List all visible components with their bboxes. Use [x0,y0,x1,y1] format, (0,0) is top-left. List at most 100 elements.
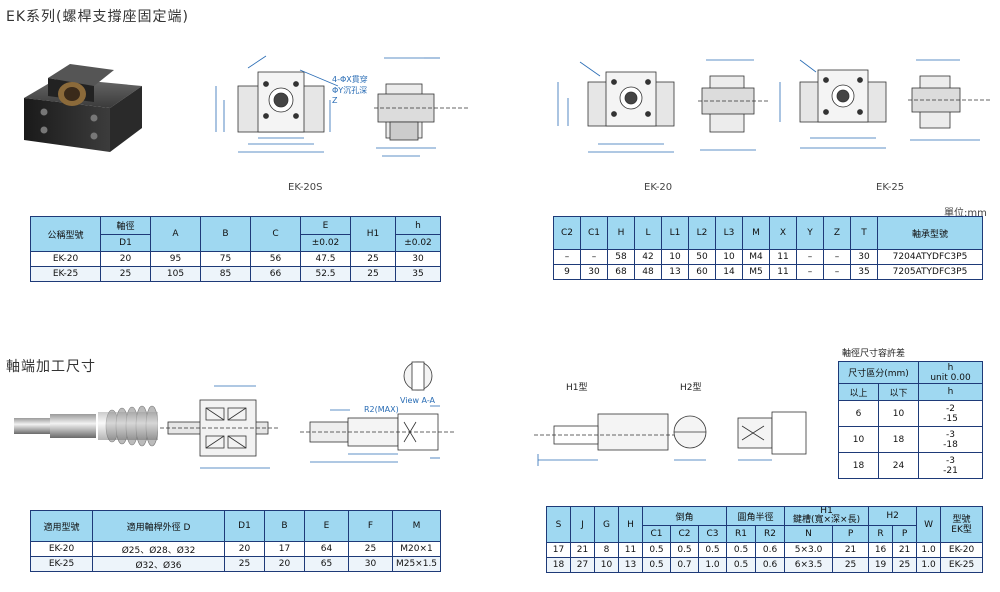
caption-ek20s: EK-20S [288,182,323,193]
table-cell: 6×3.5 [784,557,834,573]
col-shaft: 軸徑 [100,216,151,235]
col-h1-type: H1 [820,506,833,516]
tol-size-header: 尺寸區分(mm) [838,361,919,384]
table-cell: 10 [594,557,619,573]
hole-note: 4-ΦX貫穿 ΦY沉孔深Z [332,75,368,105]
table-cell: 30 [395,251,441,267]
table-cell: 8 [594,542,619,558]
table-cell: 30 [580,264,608,280]
tol-lower: -18 [943,439,958,450]
col-h1: H1 [350,216,396,252]
column-header: C1 [580,216,608,250]
table-cell: 20 [264,556,305,572]
table-cell: 75 [200,251,251,267]
table-cell: EK-20 [940,542,984,558]
col-c: C [250,216,301,252]
column-header: M [742,216,770,250]
column-header: E [304,510,349,542]
table-ek-dimensions: 公稱型號 軸徑 A B C E H1 h D1 ±0.02 ±0.02 EK-2… [30,216,441,282]
column-header: D1 [224,510,265,542]
table-cell: 5×3.0 [784,542,834,558]
col-model: 公稱型號 [30,216,101,252]
shaft-end-dimension-drawing [300,361,456,463]
table-cell: 27 [570,557,595,573]
table-cell: 25 [832,557,870,573]
col-g: G [594,506,619,543]
table-cell: 1.0 [916,542,942,558]
table-cell: 0.5 [670,542,699,558]
column-header: 軸承型號 [877,216,983,250]
table-cell: 17 [546,542,571,558]
table-cell: 21 [832,542,870,558]
table-cell: 50 [688,249,716,265]
col-e-tol: ±0.02 [300,234,351,252]
col-h: h [395,216,441,235]
table-cell: – [796,249,824,265]
table-cell: 42 [634,249,662,265]
table-cell: 18 [546,557,571,573]
table-cell: 11 [769,249,797,265]
column-subheader: R1 [726,525,757,543]
table-cell: Ø32、Ø36 [92,556,225,572]
column-subheader: N [784,525,834,543]
ek-support-photo [24,64,142,152]
table-cell: 1.0 [697,557,728,573]
table-cell: 25 [892,557,918,573]
col-h2-type: H2 [868,506,918,526]
table-cell: 16 [868,542,894,558]
tol-to: 24 [878,452,919,479]
table-cell: 10 [715,249,743,265]
column-header: T [850,216,878,250]
table-cell: 25 [348,541,393,557]
table-cell: 52.5 [300,266,351,282]
tol-range: -3-18 [918,426,983,453]
table-cell: 0.5 [726,557,757,573]
table-cell: 25 [350,251,396,267]
h1-type-drawing [534,413,674,466]
unit-label: 單位:mm [944,208,987,219]
caption-ek25: EK-25 [876,182,905,193]
table-cell: 21 [570,542,595,558]
table-cell: 25 [100,266,151,282]
col-h: H [618,506,643,543]
tol-upper: -2 [946,403,955,414]
section-title-shaft-end: 軸端加工尺寸 [6,359,96,375]
tol-lower: -21 [943,465,958,476]
table-cell: – [553,249,581,265]
tol-over: 以上 [838,383,879,401]
table-cell: 11 [618,542,643,558]
view-label: View A-A [400,396,436,405]
tol-h-header: h [947,362,954,373]
column-header: 適用軸桿外徑 D [92,510,225,542]
table-cell: 66 [250,266,301,282]
table-cell: EK-20 [30,251,101,267]
table-cell: 19 [868,557,894,573]
tol-under: 以下 [878,383,919,401]
table-cell: – [823,249,851,265]
column-header: L2 [688,216,716,250]
table-cell: 47.5 [300,251,351,267]
column-subheader: R [868,525,894,543]
col-b: B [200,216,251,252]
tol-range: -2-15 [918,400,983,427]
h1-type-label: H1型 [566,383,588,393]
column-header: Z [823,216,851,250]
col-chamfer: 倒角 [641,506,728,526]
column-header: L [634,216,662,250]
table-cell: 48 [634,264,662,280]
table-cell: 0.6 [755,557,786,573]
column-header: F [348,510,393,542]
table-cell: 9 [553,264,581,280]
column-header: Y [796,216,824,250]
table-cell: M20×1 [392,541,441,557]
table-cell: – [796,264,824,280]
ek20s-drawing [215,55,468,157]
col-fillet: 圓角半徑 [726,506,786,526]
table-cell: EK-25 [940,557,984,573]
